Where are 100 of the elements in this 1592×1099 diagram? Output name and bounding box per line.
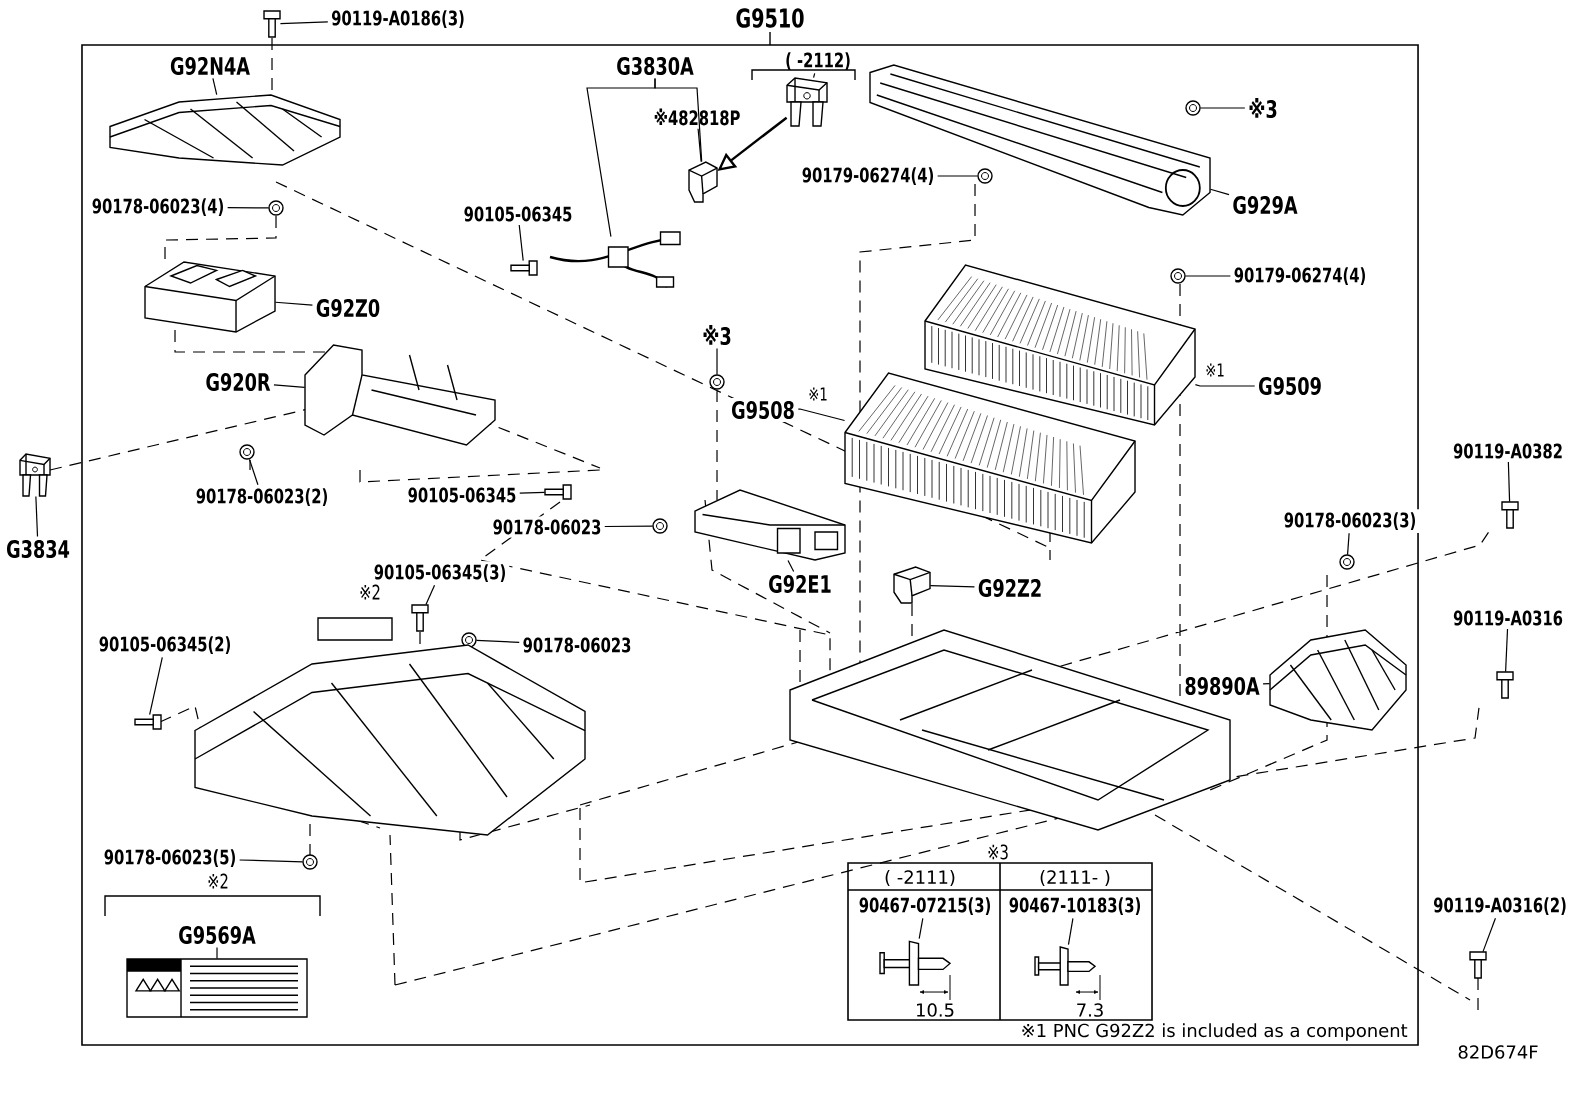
bolt-drawing	[1501, 501, 1519, 529]
leader-line	[1262, 682, 1271, 685]
leader-line	[797, 408, 846, 422]
connector-drawing	[688, 161, 718, 203]
leader-line	[1507, 461, 1511, 503]
leader-line	[475, 639, 520, 643]
leader-line	[1505, 628, 1509, 673]
leader-line	[937, 175, 979, 177]
part-number-label: G9509 ※1	[1204, 362, 1325, 399]
part-number-label: 89890A	[1181, 673, 1263, 699]
part-number-label: G9569A	[175, 922, 259, 948]
leader-line	[425, 584, 436, 606]
part-number-label: 90178-06023(4)	[88, 195, 228, 219]
leader-line	[1067, 917, 1074, 946]
bolt-drawing	[263, 10, 281, 38]
node-label: G9510	[736, 8, 804, 28]
bolt-drawing	[411, 604, 429, 632]
note-mark: ※2	[205, 871, 231, 891]
note-mark: ※3	[985, 842, 1011, 862]
part-number-label: G929A	[1229, 192, 1301, 218]
clip-drawing	[19, 453, 51, 497]
dimension-label: 10.5	[913, 1001, 957, 1019]
leader-line	[697, 128, 702, 163]
leader-line	[519, 491, 546, 494]
bolt-drawing	[1496, 671, 1514, 699]
leader-line	[1209, 188, 1230, 196]
cover-drawing	[1269, 629, 1407, 731]
part-number-label: 90105-06345	[460, 203, 576, 225]
dimension-label: 7.3	[1073, 1001, 1107, 1019]
pin-clip-drawing	[1034, 946, 1097, 986]
leader-line	[1199, 107, 1246, 109]
note-mark: ※3	[699, 321, 735, 349]
part-number-label: 90467-07215(3)	[855, 894, 995, 918]
clip-drawing	[786, 77, 828, 127]
part-number-label: 90178-06023(2)	[192, 485, 332, 509]
leader-line	[1346, 532, 1350, 556]
part-number-label: 90119-A0316	[1450, 607, 1566, 629]
leader-line	[518, 224, 524, 262]
part-number-label: 90119-A0316(2)	[1430, 894, 1570, 918]
leader-line	[273, 384, 306, 388]
nut-drawing	[302, 854, 318, 870]
part-number-label: 90178-06023(5)	[100, 846, 240, 870]
nut-drawing	[239, 444, 255, 460]
leader-line	[274, 301, 314, 306]
leader-line	[216, 946, 218, 960]
footnote: ※1 PNC G92Z2 is included as a component	[1018, 1021, 1410, 1043]
part-number-label: G92Z2	[974, 575, 1046, 601]
leader-line	[239, 859, 304, 863]
part-number-label: 90179-06274(4)	[798, 164, 938, 188]
leader-line	[1482, 917, 1497, 953]
part-number-label: G92N4A	[167, 53, 253, 79]
part-number-label: 90105-06345	[404, 484, 520, 506]
nut-drawing	[652, 518, 668, 534]
part-number-label: 90178-06023	[489, 516, 605, 538]
leader-line	[812, 72, 816, 79]
part-number-label: 90467-10183(3)	[1005, 894, 1145, 918]
bolt-drawing	[1469, 951, 1487, 979]
leader-line	[604, 525, 654, 528]
leader-line	[149, 656, 163, 716]
drawing-number: 82D674F	[1455, 1043, 1541, 1061]
nut-drawing	[461, 632, 477, 648]
part-number-label: G9508 ※1	[728, 386, 829, 423]
part-number-label: 90119-A0382	[1450, 440, 1566, 462]
leader-line	[35, 495, 39, 538]
battery-module-drawing	[924, 264, 1196, 426]
pin-clip-drawing	[879, 940, 952, 986]
leader-line	[227, 207, 270, 209]
nut-drawing	[977, 168, 993, 184]
part-number-label: 90178-06023	[519, 634, 635, 656]
table-header: (2111- )	[1037, 868, 1113, 888]
nut-drawing	[268, 200, 284, 216]
leader-line	[716, 347, 718, 376]
part-number-label: G92E1	[765, 571, 835, 597]
nut-drawing	[1170, 268, 1186, 284]
part-number-label: G920R	[202, 369, 274, 395]
warning-label-drawing	[126, 958, 308, 1018]
bracket-drawing	[304, 344, 496, 446]
part-number-label: 90178-06023(3)	[1280, 509, 1420, 533]
part-number-label: ( -2112)	[782, 49, 854, 73]
nut-drawing	[1339, 554, 1355, 570]
leader-line	[1194, 384, 1256, 387]
leader-line	[248, 458, 259, 486]
nut-drawing	[1185, 100, 1201, 116]
part-number-label: 90105-06345(3)	[370, 561, 510, 585]
note-mark: ※3	[1245, 94, 1281, 122]
leader-line	[787, 559, 795, 573]
leader-line	[279, 21, 329, 25]
leader-line	[918, 917, 924, 940]
duct-drawing	[694, 489, 846, 561]
leader-line	[212, 77, 218, 96]
part-number-label: 90119-A0186(3)	[328, 7, 468, 31]
leader-line	[929, 584, 976, 588]
bolt-drawing	[544, 484, 572, 500]
relay-box-drawing	[144, 261, 276, 333]
nut-drawing	[709, 374, 725, 390]
part-number-label: G3830A	[613, 53, 697, 79]
note-mark: ※2	[357, 582, 383, 602]
part-number-label: G92Z0	[312, 295, 384, 321]
bolt-drawing	[510, 260, 538, 276]
part-number-label: 90105-06345(2)	[95, 633, 235, 657]
